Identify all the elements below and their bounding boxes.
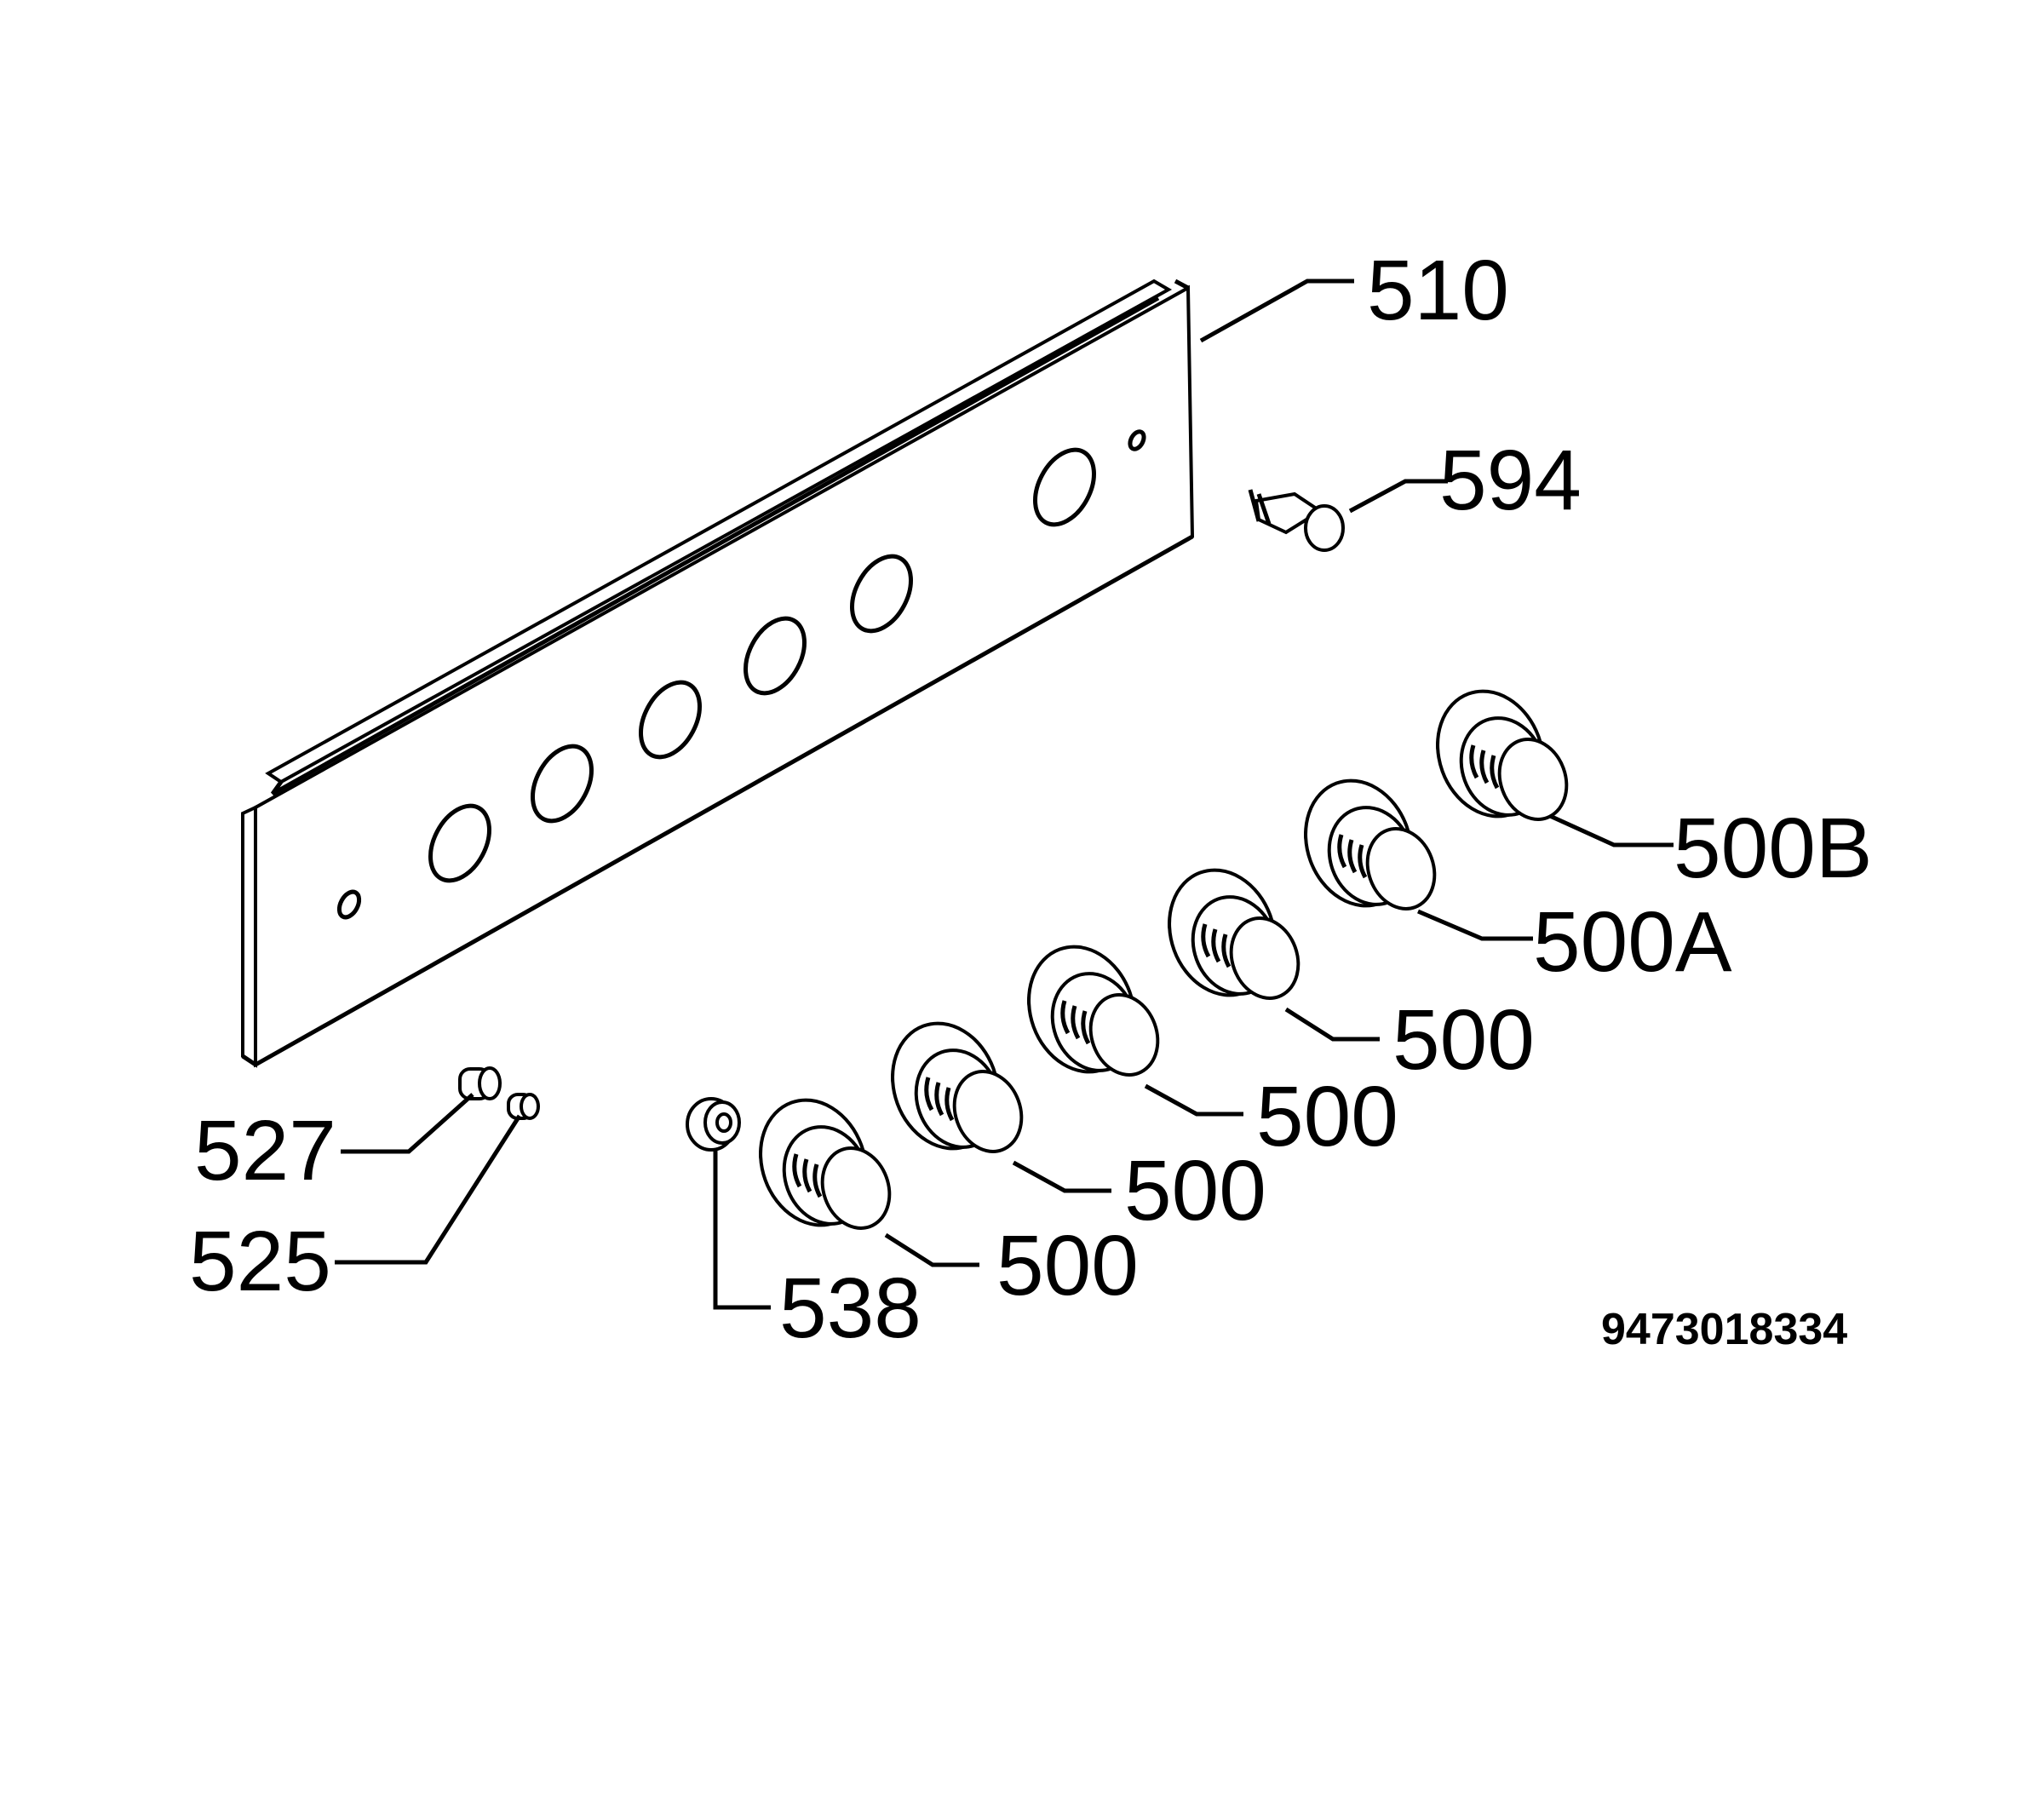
- knob-500-2: [891, 1021, 1024, 1153]
- label-525: 525: [189, 1214, 331, 1309]
- label-500-1: 500: [996, 1218, 1139, 1313]
- panel-hole-4: [744, 616, 807, 696]
- label-500a: 500A: [1533, 894, 1732, 990]
- label-538: 538: [779, 1261, 922, 1356]
- knob-500a: [1304, 778, 1437, 910]
- leader-510: [1199, 279, 1354, 343]
- knob-500-1: [759, 1098, 892, 1230]
- panel-small-hole-left: [336, 889, 362, 920]
- knob-500-4: [1168, 868, 1300, 1000]
- panel-hole-1: [428, 803, 491, 883]
- label-500b: 500B: [1674, 801, 1873, 896]
- label-500-4: 500: [1392, 992, 1535, 1088]
- label-527: 527: [194, 1103, 336, 1198]
- leader-594: [1348, 479, 1448, 514]
- label-500-3: 500: [1256, 1069, 1398, 1164]
- leader-525: [335, 1114, 522, 1265]
- panel-small-hole-right: [1128, 429, 1146, 451]
- panel-hole-6: [1033, 447, 1096, 527]
- leader-500b: [1548, 813, 1674, 847]
- label-500-2: 500: [1124, 1143, 1266, 1238]
- leader-527: [341, 1093, 474, 1154]
- knob-500b: [1436, 689, 1569, 821]
- label-510: 510: [1367, 243, 1509, 338]
- leader-500-3: [1144, 1083, 1243, 1117]
- control-panel-510: [241, 279, 1195, 1068]
- leader-500-2: [1012, 1160, 1111, 1193]
- leader-538: [713, 1150, 771, 1310]
- leader-500a: [1417, 909, 1533, 941]
- cap-527: [458, 1066, 502, 1100]
- label-594: 594: [1439, 433, 1582, 528]
- drawing-number: 9473018334: [1601, 1305, 1847, 1354]
- leader-lines: [335, 279, 1674, 1310]
- pin-594: [1248, 489, 1345, 552]
- leader-500-1: [884, 1232, 979, 1267]
- panel-hole-3: [639, 680, 702, 760]
- knob-500-3: [1027, 945, 1160, 1077]
- panel-hole-2: [531, 744, 594, 824]
- cap-525: [507, 1093, 540, 1120]
- ring-538: [686, 1097, 741, 1152]
- leader-500-4: [1284, 1007, 1380, 1042]
- panel-hole-5: [850, 554, 913, 634]
